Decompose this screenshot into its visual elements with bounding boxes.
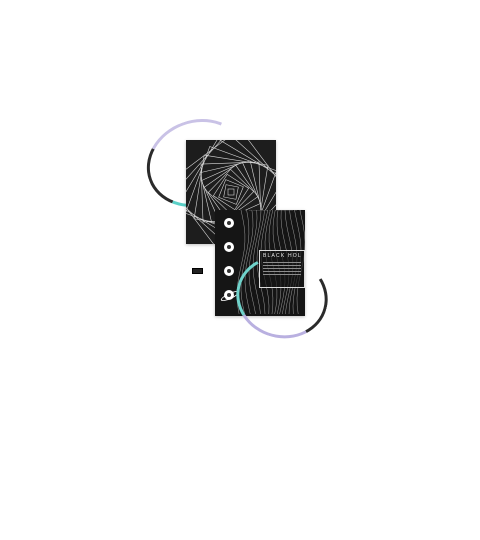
planet-icon — [224, 218, 234, 228]
body-text-line — [263, 268, 301, 269]
small-label-tag — [192, 268, 203, 274]
wave-line — [256, 210, 266, 315]
spiral-square — [223, 184, 239, 200]
spiral-square — [212, 173, 250, 211]
body-text-line — [263, 271, 301, 272]
poster-title: BLACK HOL — [263, 253, 302, 259]
black-hole-poster: BLACK HOL — [215, 210, 305, 316]
wave-line — [236, 210, 246, 315]
poster-text-box: BLACK HOL — [259, 250, 305, 288]
planet-icon — [224, 266, 234, 276]
spiral-square — [227, 188, 235, 196]
planet-icon — [224, 242, 234, 252]
spiral-square — [218, 179, 244, 205]
body-text-line — [263, 265, 301, 266]
wave-line — [240, 210, 250, 315]
wave-line — [248, 210, 258, 315]
body-text-line — [263, 274, 301, 275]
spiral-square — [207, 168, 255, 216]
wave-line — [252, 210, 262, 315]
ringed-planet-icon — [224, 290, 234, 300]
spiral-square — [203, 164, 259, 220]
body-text-line — [263, 262, 301, 263]
planet-column — [220, 218, 238, 314]
wave-line — [244, 210, 254, 315]
